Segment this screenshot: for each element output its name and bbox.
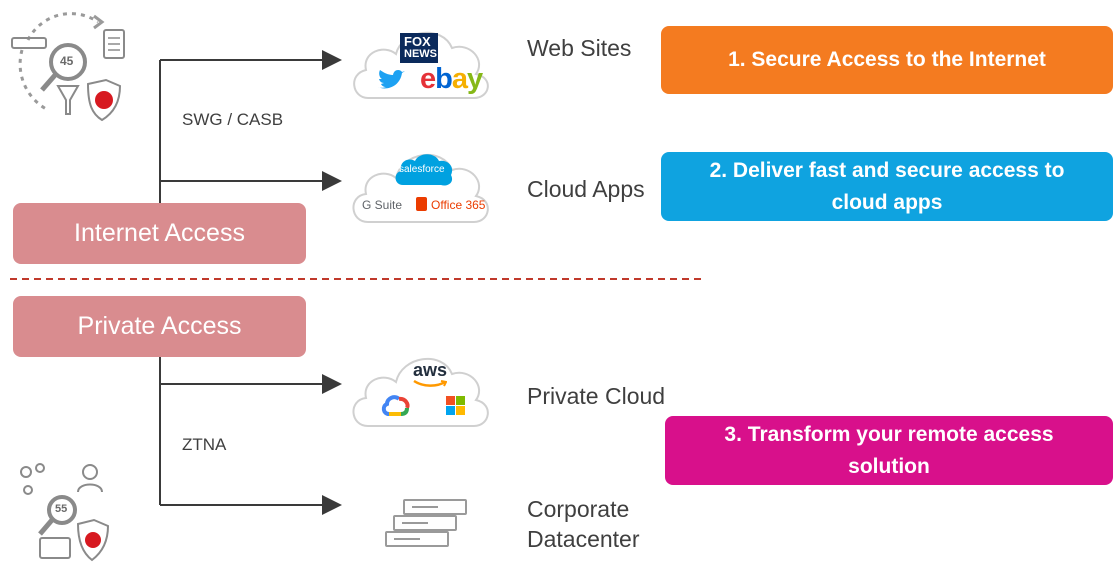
office365-logo: Office 365	[431, 198, 486, 212]
private-access-box: Private Access	[13, 296, 306, 357]
ebay-logo: ebay	[420, 63, 483, 95]
aws-smile-icon	[413, 380, 447, 387]
fox-news-logo-bottom: NEWS	[404, 48, 437, 60]
google-cloud-icon	[381, 395, 410, 416]
icon-number-bottom: 55	[55, 503, 68, 515]
corporate-datacenter-label: Corporate Datacenter	[527, 496, 640, 552]
salesforce-logo	[395, 154, 453, 186]
gsuite-logo: G Suite	[362, 198, 403, 212]
private-cloud-label: Private Cloud	[527, 383, 666, 409]
microsoft-azure-icon	[446, 396, 465, 415]
callout-cloud-apps: 2. Deliver fast and secure access to clo…	[661, 152, 1113, 221]
salesforce-logo-text: salesforce	[399, 164, 445, 175]
web-sites-label: Web Sites	[527, 35, 632, 61]
icon-number-top: 45	[60, 54, 74, 68]
private-access-icon	[20, 463, 110, 562]
aws-logo: aws	[413, 360, 448, 380]
cloud-apps-label: Cloud Apps	[527, 176, 645, 202]
twitter-icon	[378, 70, 405, 89]
internet-access-box: Internet Access	[13, 203, 306, 264]
fox-news-logo	[400, 33, 438, 63]
fox-news-logo-top: FOX	[404, 34, 431, 49]
ztna-label: ZTNA	[182, 435, 227, 454]
callout-remote-access: 3. Transform your remote access solution	[665, 416, 1113, 485]
datacenter-servers-icon	[385, 499, 467, 547]
office365-icon	[416, 197, 427, 211]
swg-casb-label: SWG / CASB	[182, 110, 284, 129]
internet-security-icon	[11, 12, 125, 122]
callout-secure-internet: 1. Secure Access to the Internet	[661, 26, 1113, 94]
